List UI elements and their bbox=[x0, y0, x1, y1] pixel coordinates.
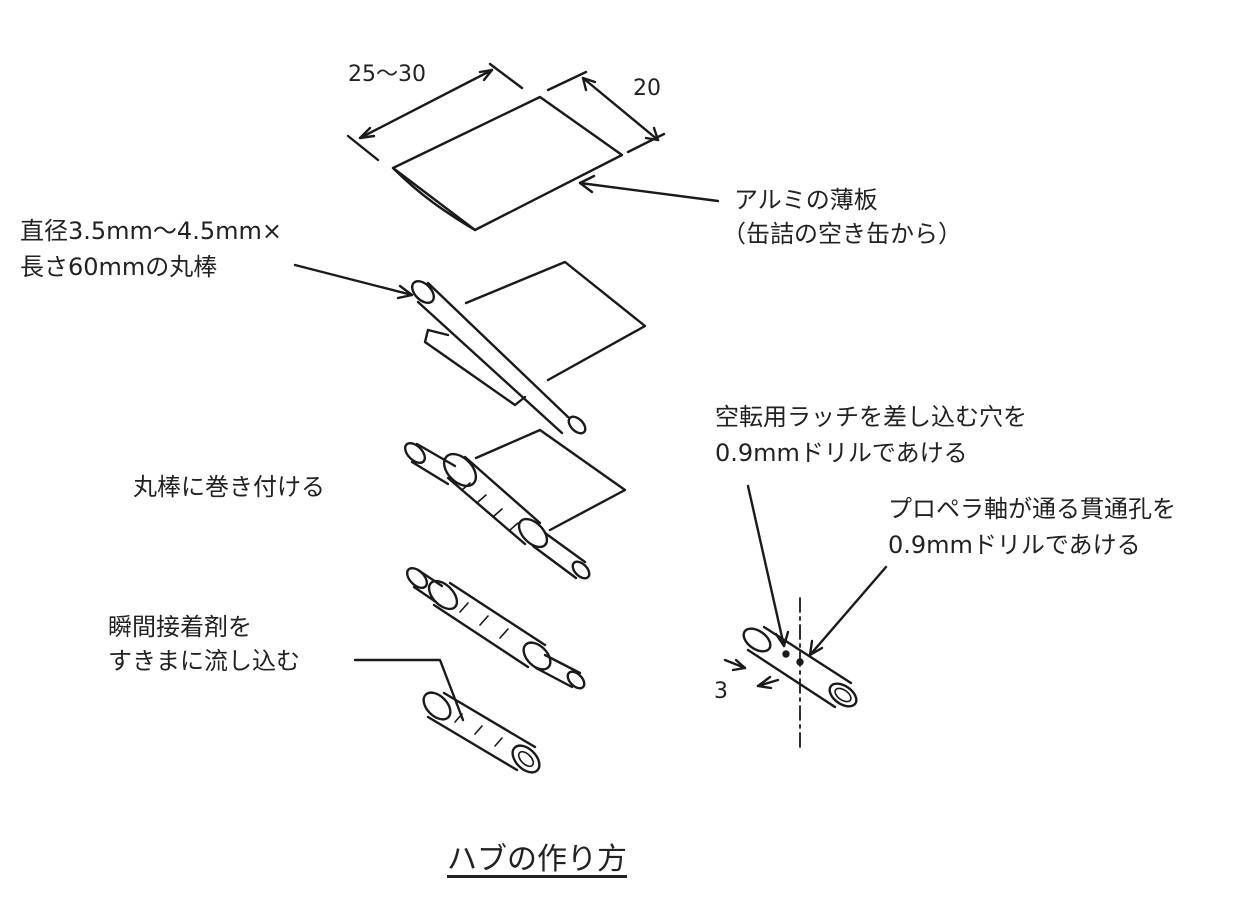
glue-label-line2: すきまに流し込む bbox=[108, 647, 300, 675]
latch-hole-leader bbox=[746, 484, 790, 648]
diagram-title: ハブの作り方 bbox=[447, 842, 627, 877]
shaft-hole-label-line1: プロペラ軸が通る貫通孔を bbox=[888, 495, 1176, 523]
latch-hole-label-line1: 空転用ラッチを差し込む穴を bbox=[715, 403, 1027, 431]
depth-dimension-label: 20 bbox=[633, 76, 661, 101]
glue-leader bbox=[353, 658, 465, 722]
glued-rod bbox=[405, 566, 586, 690]
wrapping-rod bbox=[403, 428, 627, 580]
offset-dimension bbox=[723, 658, 780, 690]
latch-hole-label-line2: 0.9mmドリルであける bbox=[715, 439, 968, 467]
rod-leader bbox=[293, 263, 414, 300]
wrap-label: 丸棒に巻き付ける bbox=[133, 473, 325, 501]
aluminum-sheet bbox=[391, 95, 624, 232]
rod-on-sheet bbox=[411, 260, 647, 435]
shaft-hole-label-line2: 0.9mmドリルであける bbox=[888, 531, 1141, 559]
drilled-hub bbox=[742, 597, 858, 751]
rod-label-line2: 長さ60mmの丸棒 bbox=[20, 253, 218, 281]
aluminum-label-line2: （缶詰の空き缶から） bbox=[722, 220, 962, 248]
shaft-hole-leader bbox=[808, 565, 888, 657]
width-dimension-label: 25～30 bbox=[348, 62, 426, 87]
width-dimension bbox=[346, 62, 524, 162]
rod-label-line1: 直径3.5mm～4.5mm× bbox=[20, 217, 282, 245]
offset-dimension-label: 3 bbox=[714, 679, 728, 704]
glue-label-line1: 瞬間接着剤を bbox=[108, 613, 252, 641]
aluminum-leader bbox=[578, 174, 720, 203]
depth-dimension bbox=[546, 70, 666, 154]
aluminum-label-line1: アルミの薄板 bbox=[734, 186, 878, 214]
finished-tube bbox=[422, 691, 541, 774]
